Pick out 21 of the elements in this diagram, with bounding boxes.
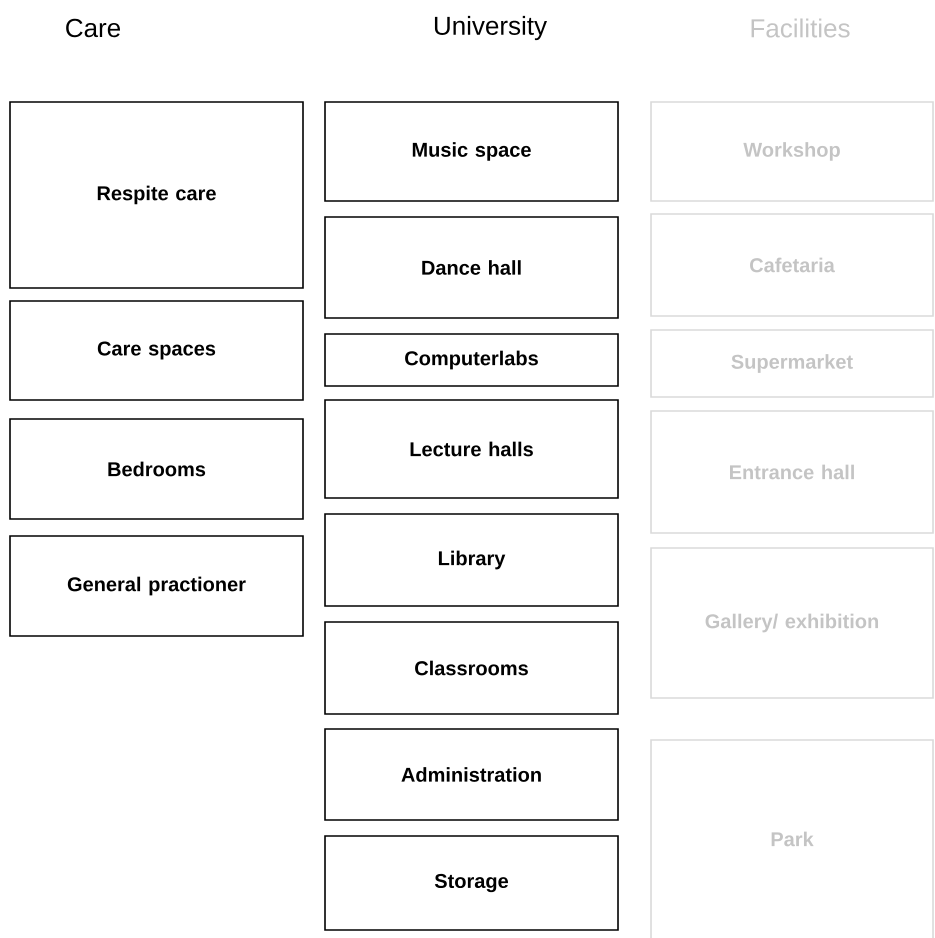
room-box: Classrooms bbox=[324, 621, 619, 715]
room-box: General practioner bbox=[9, 535, 304, 637]
room-box: Computerlabs bbox=[324, 333, 619, 387]
room-box: Entrance hall bbox=[650, 410, 934, 534]
room-box: Supermarket bbox=[650, 329, 934, 398]
column-heading: Facilities bbox=[752, 18, 850, 38]
room-box: Cafetaria bbox=[650, 213, 934, 317]
room-box: Gallery/ exhibition bbox=[650, 547, 934, 699]
room-box: Storage bbox=[324, 835, 619, 931]
room-box: Dance hall bbox=[324, 216, 619, 319]
column-heading: Care bbox=[66, 18, 120, 38]
room-box: Lecture halls bbox=[324, 399, 619, 499]
room-box: Library bbox=[324, 513, 619, 607]
room-box: Bedrooms bbox=[9, 418, 304, 520]
room-box: Music space bbox=[324, 101, 619, 202]
room-box: Workshop bbox=[650, 101, 934, 202]
room-box: Respite care bbox=[9, 101, 304, 289]
room-box: Administration bbox=[324, 728, 619, 821]
room-box: Care spaces bbox=[9, 300, 304, 401]
column-heading: University bbox=[434, 16, 547, 40]
room-box: Park bbox=[650, 739, 934, 938]
